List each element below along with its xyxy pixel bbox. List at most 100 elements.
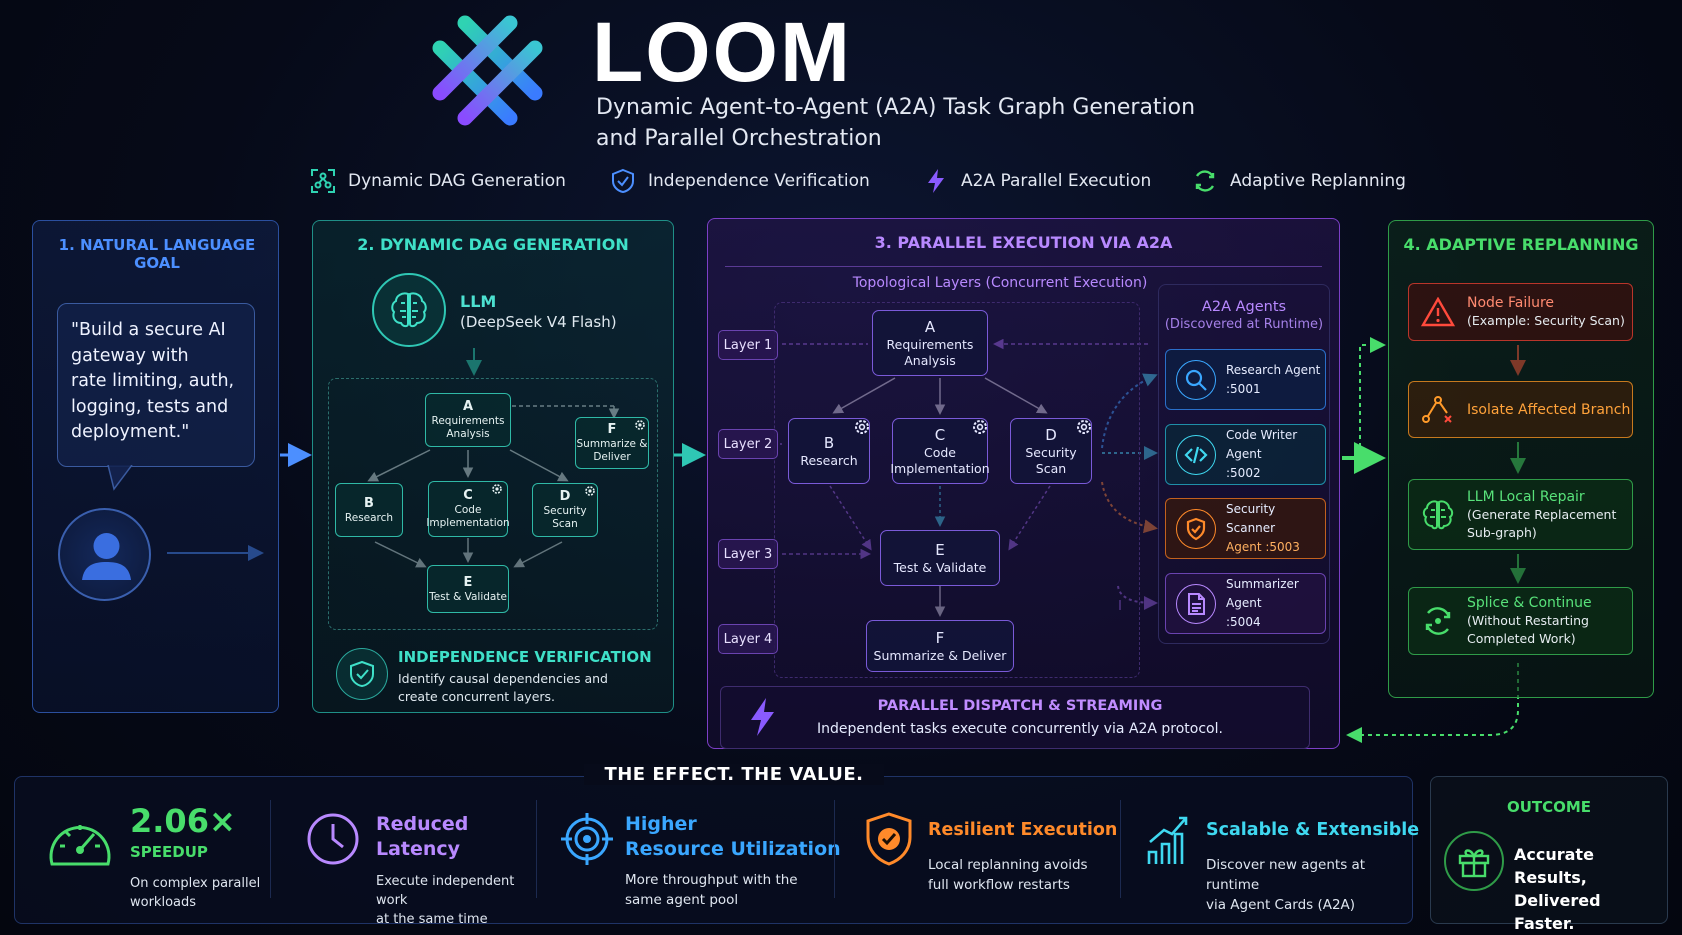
panel-title: 3. PARALLEL EXECUTION VIA A2A — [874, 233, 1173, 252]
effect-box — [14, 776, 1413, 924]
feature-dag-generation: Dynamic DAG Generation — [310, 166, 566, 196]
node-letter: D — [559, 489, 571, 504]
description-line: full workflow restarts — [928, 877, 1070, 893]
user-avatar — [58, 508, 151, 601]
clock-icon — [307, 813, 359, 865]
node-label: Requirements — [431, 415, 505, 427]
feature-adaptive-replanning: Adaptive Replanning — [1192, 166, 1406, 196]
metric-description: On complex parallel workloads — [130, 874, 270, 912]
node-label: Code — [923, 444, 956, 460]
step-icon-wrap — [1417, 603, 1459, 639]
node-label: Test & Validate — [893, 559, 987, 575]
quote-line: "Build a secure AI — [71, 320, 226, 340]
step-text: Isolate Affected Branch — [1467, 401, 1630, 419]
feature-label: Independence Verification — [648, 171, 870, 191]
metric-description: Discover new agents at runtime via Agent… — [1206, 855, 1406, 915]
agent-card-code-writer[interactable]: Code Writer Agent :5002 — [1165, 424, 1326, 485]
node-letter: C — [934, 425, 946, 444]
step-splice-continue: Splice & Continue (Without Restarting Co… — [1408, 587, 1633, 655]
agent-name: Summarizer Agent — [1226, 577, 1299, 610]
node-label: Analysis — [904, 352, 956, 368]
feature-a2a-parallel: A2A Parallel Execution — [923, 166, 1151, 196]
feature-label: A2A Parallel Execution — [961, 171, 1152, 191]
node-label: Deliver — [593, 451, 631, 463]
feature-label: Adaptive Replanning — [1230, 171, 1406, 191]
feature-independence-verification: Independence Verification — [610, 166, 870, 196]
shield-check-icon — [350, 660, 374, 688]
metric-reduced-latency: Reduced Latency Execute independent work… — [306, 800, 536, 927]
exec-node-f: F Summarize & Deliver — [866, 620, 1014, 672]
node-letter: F — [607, 422, 617, 437]
step-llm-local-repair: LLM Local Repair (Generate Replacement S… — [1408, 479, 1633, 550]
layer-2-label: Layer 2 — [718, 429, 778, 459]
shield-icon — [1186, 517, 1206, 540]
layer-3-label: Layer 3 — [718, 539, 778, 569]
target-icon — [561, 813, 613, 865]
agent-card-research[interactable]: Research Agent :5001 — [1165, 349, 1326, 410]
node-label: Test & Validate — [429, 590, 507, 603]
step-text: Splice & Continue (Without Restarting Co… — [1467, 594, 1592, 648]
panel-title: 2. DYNAMIC DAG GENERATION — [357, 235, 629, 254]
exec-node-e: E Test & Validate — [880, 530, 1000, 586]
outcome-line: Accurate Results, — [1514, 845, 1594, 887]
divider — [1120, 800, 1121, 898]
gear-icon — [492, 484, 502, 494]
outcome-text: Accurate Results, Delivered Faster. — [1514, 843, 1664, 935]
shield-check-icon — [866, 812, 912, 866]
metric-label: Resource Utilization — [625, 838, 841, 860]
step-title: Isolate Affected Branch — [1467, 401, 1631, 418]
node-letter: A — [462, 399, 474, 414]
speech-bubble-tail — [107, 465, 133, 491]
node-letter: A — [924, 317, 936, 336]
growth-chart-icon — [1147, 816, 1188, 864]
exec-node-d: D Security Scan — [1010, 418, 1092, 484]
dag-frame — [328, 378, 658, 630]
agent-card-security-scanner[interactable]: Security Scanner Agent :5003 — [1165, 498, 1326, 559]
metric-label: SPEEDUP — [130, 843, 208, 861]
node-label: Research — [344, 511, 394, 524]
agent-icon-wrap — [1176, 508, 1216, 549]
node-letter: E — [463, 574, 473, 590]
step-title: LLM Local Repair — [1467, 488, 1585, 505]
step-desc: Completed Work) — [1467, 631, 1576, 646]
metric-value: Scalable & Extensible — [1206, 820, 1420, 840]
outcome-title: OUTCOME — [1506, 798, 1592, 816]
agent-text: Code Writer Agent :5002 — [1226, 426, 1325, 483]
brand-title: LOOM — [592, 5, 852, 99]
llm-model: (DeepSeek V4 Flash) — [460, 313, 617, 331]
topological-layers-title: Topological Layers (Concurrent Execution… — [852, 275, 1148, 291]
metric-value: Reduced — [376, 813, 469, 835]
dag-node-d: D Security Scan — [532, 483, 598, 537]
node-label: Requirements — [886, 336, 974, 352]
step-desc: (Example: Security Scan) — [1467, 313, 1625, 328]
verification-title: INDEPENDENCE VERIFICATION — [398, 648, 652, 666]
branch-icon — [1422, 395, 1452, 423]
dispatch-description: Independent tasks execute concurrently v… — [817, 721, 1223, 737]
node-letter: D — [1045, 425, 1057, 444]
dag-node-b: B Research — [335, 483, 403, 537]
agent-port: :5001 — [1226, 381, 1261, 396]
effect-title: THE EFFECT. THE VALUE. — [584, 764, 884, 785]
lightning-icon — [751, 698, 774, 736]
agent-port: :5002 — [1226, 466, 1261, 480]
agent-text: Security Scanner Agent :5003 — [1226, 500, 1325, 557]
divider — [270, 800, 271, 898]
agent-card-summarizer[interactable]: Summarizer Agent :5004 — [1165, 573, 1326, 634]
outcome-line: Delivered Faster. — [1514, 891, 1601, 933]
gear-icon — [973, 420, 987, 434]
dispatch-bar — [720, 686, 1310, 749]
metric-label: Latency — [376, 838, 461, 860]
agent-icon-wrap — [1176, 359, 1216, 400]
step-desc: Sub-graph) — [1467, 524, 1537, 540]
quote-line: gateway with — [71, 345, 189, 366]
description-line: Execute independent work — [376, 874, 515, 908]
agent-text: Summarizer Agent :5004 — [1226, 575, 1325, 632]
step-node-failure: Node Failure (Example: Security Scan) — [1408, 283, 1633, 341]
step-text: LLM Local Repair (Generate Replacement S… — [1467, 488, 1616, 542]
loom-logo — [432, 15, 543, 126]
subtitle-line: Dynamic Agent-to-Agent (A2A) Task Graph … — [596, 95, 1196, 120]
node-label: Security — [543, 505, 587, 517]
verification-description: Identify causal dependencies and create … — [398, 670, 668, 706]
execution-frame — [774, 302, 1140, 678]
node-label: Code — [454, 504, 482, 516]
